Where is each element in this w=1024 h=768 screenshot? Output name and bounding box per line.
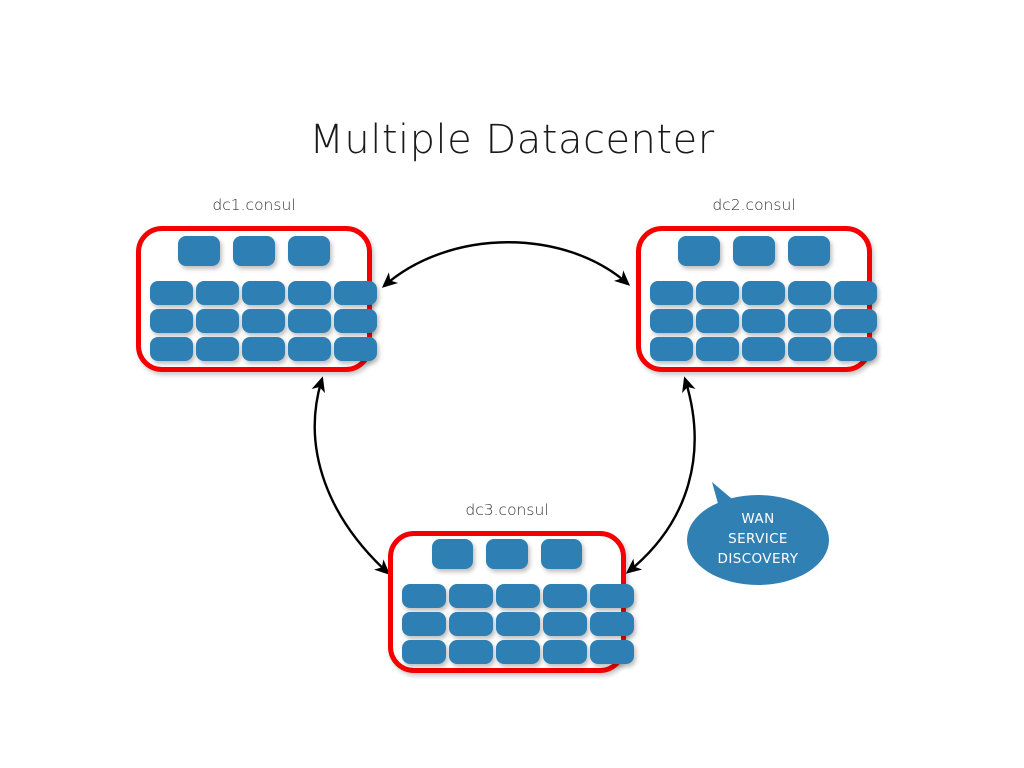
client-node[interactable] <box>196 337 239 361</box>
client-node[interactable] <box>402 640 446 664</box>
server-node[interactable] <box>178 236 220 266</box>
client-row <box>150 309 377 333</box>
client-row <box>650 309 877 333</box>
datacenter-dc1-servers <box>178 236 330 266</box>
client-node[interactable] <box>334 337 377 361</box>
callout-line-3: DISCOVERY <box>717 550 799 567</box>
client-node[interactable] <box>496 640 540 664</box>
server-node[interactable] <box>678 236 720 266</box>
server-node[interactable] <box>540 539 582 569</box>
client-node[interactable] <box>334 309 377 333</box>
datacenter-dc3-servers <box>432 539 582 569</box>
client-node[interactable] <box>449 584 493 608</box>
client-node[interactable] <box>788 337 831 361</box>
client-node[interactable] <box>696 281 739 305</box>
client-node[interactable] <box>402 584 446 608</box>
client-node[interactable] <box>288 281 331 305</box>
arrow-dc1-dc2 <box>381 241 631 288</box>
datacenter-dc2-clients <box>650 281 877 361</box>
client-node[interactable] <box>334 281 377 305</box>
client-node[interactable] <box>449 640 493 664</box>
client-node[interactable] <box>288 337 331 361</box>
datacenter-dc1-label: dc1.consul <box>212 196 296 214</box>
client-node[interactable] <box>543 640 587 664</box>
client-node[interactable] <box>742 281 785 305</box>
client-node[interactable] <box>650 309 693 333</box>
client-node[interactable] <box>150 281 193 305</box>
page-title: Multiple Datacenter <box>309 117 715 163</box>
client-node[interactable] <box>196 309 239 333</box>
callout-text: WAN SERVICE DISCOVERY <box>687 495 829 585</box>
client-node[interactable] <box>150 337 193 361</box>
client-node[interactable] <box>834 281 877 305</box>
callout-line-2: SERVICE <box>728 531 788 548</box>
client-row <box>402 612 634 636</box>
client-row <box>650 281 877 305</box>
server-node[interactable] <box>486 539 528 569</box>
client-row <box>650 337 877 361</box>
client-row <box>402 640 634 664</box>
client-node[interactable] <box>834 337 877 361</box>
client-node[interactable] <box>196 281 239 305</box>
datacenter-dc2-label: dc2.consul <box>712 196 796 214</box>
client-node[interactable] <box>590 640 634 664</box>
client-node[interactable] <box>742 337 785 361</box>
client-node[interactable] <box>242 281 285 305</box>
client-node[interactable] <box>650 281 693 305</box>
datacenter-dc2-servers <box>678 236 830 266</box>
client-node[interactable] <box>496 612 540 636</box>
datacenter-dc3-clients <box>402 584 634 664</box>
server-node[interactable] <box>733 236 775 266</box>
client-row <box>150 281 377 305</box>
datacenter-dc1-clients <box>150 281 377 361</box>
client-node[interactable] <box>696 309 739 333</box>
client-node[interactable] <box>288 309 331 333</box>
server-node[interactable] <box>432 539 474 569</box>
callout-line-1: WAN <box>741 511 775 528</box>
client-node[interactable] <box>590 584 634 608</box>
server-node[interactable] <box>788 236 830 266</box>
client-node[interactable] <box>650 337 693 361</box>
client-node[interactable] <box>696 337 739 361</box>
callout-bubble-shape <box>687 482 829 585</box>
client-node[interactable] <box>788 309 831 333</box>
client-node[interactable] <box>242 309 285 333</box>
arrow-dc1-dc3 <box>311 376 391 575</box>
client-node[interactable] <box>543 584 587 608</box>
client-node[interactable] <box>150 309 193 333</box>
client-node[interactable] <box>543 612 587 636</box>
datacenter-dc3-label: dc3.consul <box>465 501 549 519</box>
client-node[interactable] <box>788 281 831 305</box>
client-node[interactable] <box>834 309 877 333</box>
client-node[interactable] <box>742 309 785 333</box>
datacenter-dc2[interactable]: dc2.consul <box>636 196 877 376</box>
client-node[interactable] <box>590 612 634 636</box>
client-node[interactable] <box>402 612 446 636</box>
datacenter-dc3[interactable]: dc3.consul <box>388 501 634 679</box>
server-node[interactable] <box>233 236 275 266</box>
client-row <box>402 584 634 608</box>
server-node[interactable] <box>288 236 330 266</box>
datacenter-dc1[interactable]: dc1.consul <box>136 196 377 376</box>
client-node[interactable] <box>449 612 493 636</box>
client-row <box>150 337 377 361</box>
client-node[interactable] <box>242 337 285 361</box>
wan-service-discovery-callout[interactable]: WAN SERVICE DISCOVERY <box>676 468 840 596</box>
client-node[interactable] <box>496 584 540 608</box>
